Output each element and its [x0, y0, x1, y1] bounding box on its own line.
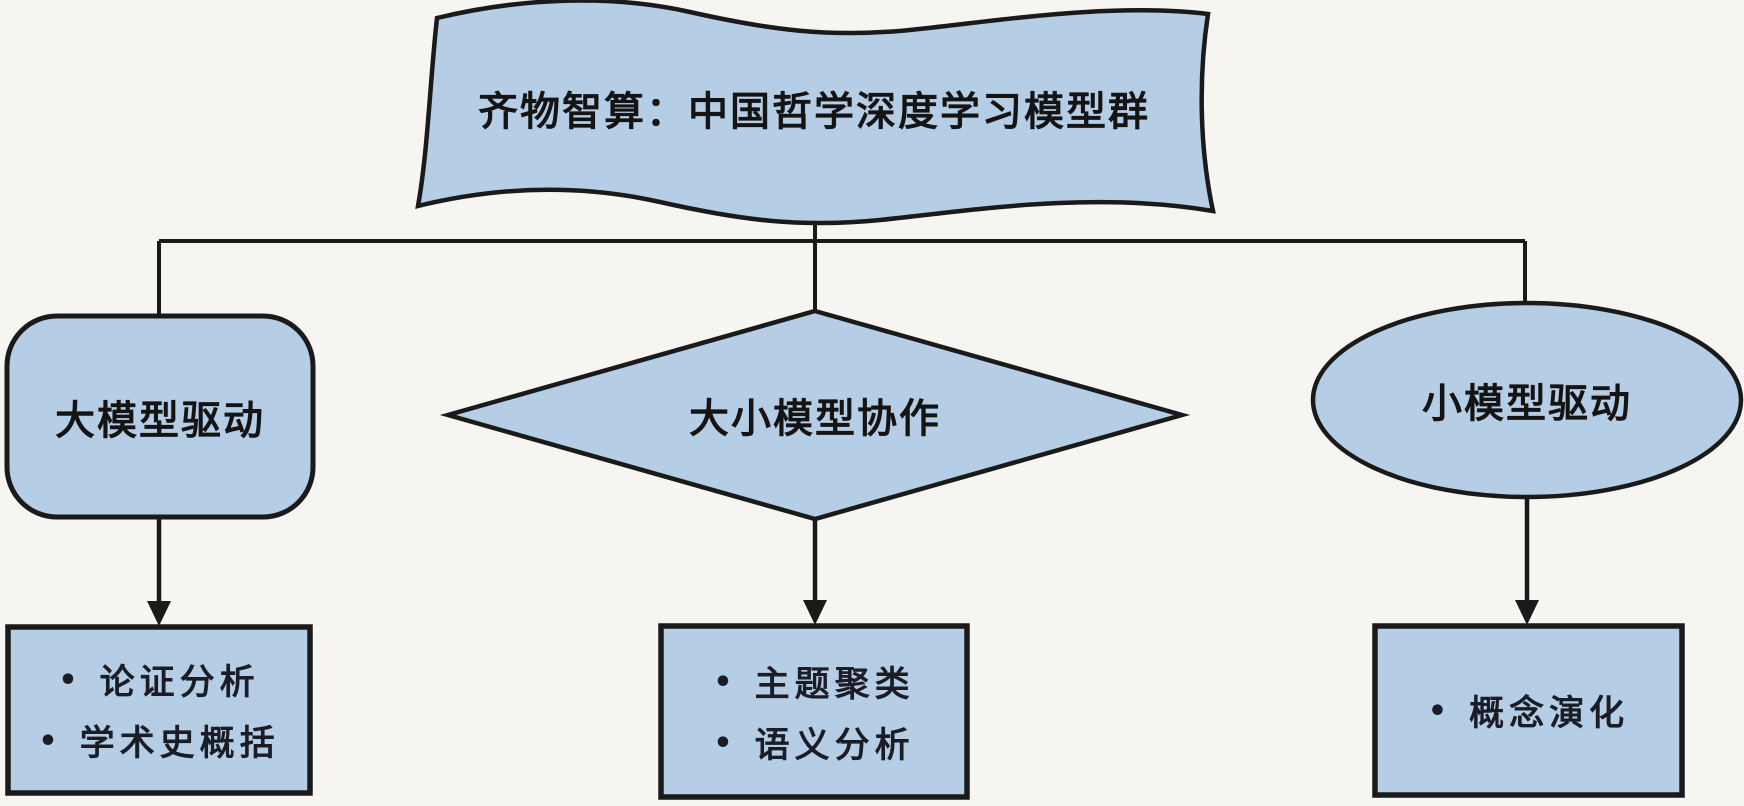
arrow-right: [1515, 496, 1539, 625]
list-box-left-shape: [5, 624, 313, 796]
connector-tree: [157, 216, 1527, 318]
arrow-center: [803, 519, 827, 625]
ellipse-shape: [1310, 300, 1744, 500]
diamond-shape: [439, 308, 1191, 522]
arrow-left: [147, 518, 171, 626]
wave-banner-shape: [415, 0, 1216, 226]
rounded-rectangle-shape: [4, 313, 316, 520]
list-box-right-shape: [1372, 623, 1685, 798]
list-box-center-shape: [658, 623, 970, 800]
